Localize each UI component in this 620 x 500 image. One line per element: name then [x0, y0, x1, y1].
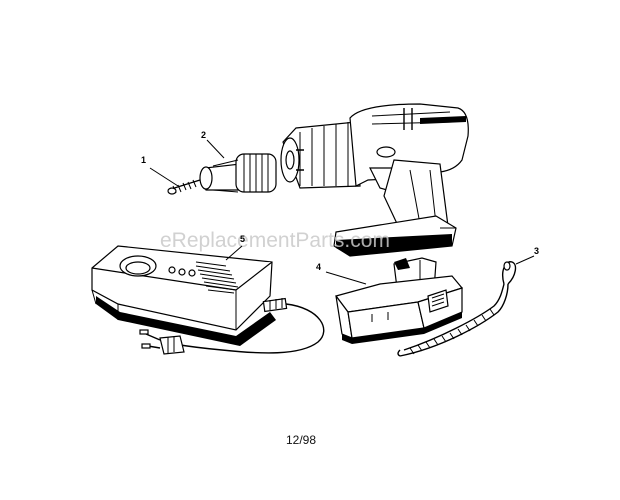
callout-4: 4 [316, 262, 321, 272]
drill-body [280, 103, 469, 257]
callout-1: 1 [141, 155, 146, 165]
date-code: 12/98 [286, 433, 316, 447]
leader-line-1 [149, 167, 179, 187]
part-5-charger[interactable] [91, 245, 325, 355]
leader-line-5 [225, 245, 243, 261]
leader-line-3 [515, 255, 535, 265]
leader-line-4 [325, 271, 367, 285]
part-4-battery[interactable] [334, 257, 464, 344]
watermark: eReplacementParts.com [160, 229, 390, 252]
part-1-screw[interactable] [167, 179, 201, 195]
callout-3: 3 [534, 246, 539, 256]
callout-5: 5 [240, 234, 245, 244]
leader-line-2 [206, 139, 225, 159]
callout-2: 2 [201, 130, 206, 140]
part-3-wrist-strap[interactable] [397, 261, 517, 357]
part-2-chuck[interactable] [199, 153, 277, 193]
